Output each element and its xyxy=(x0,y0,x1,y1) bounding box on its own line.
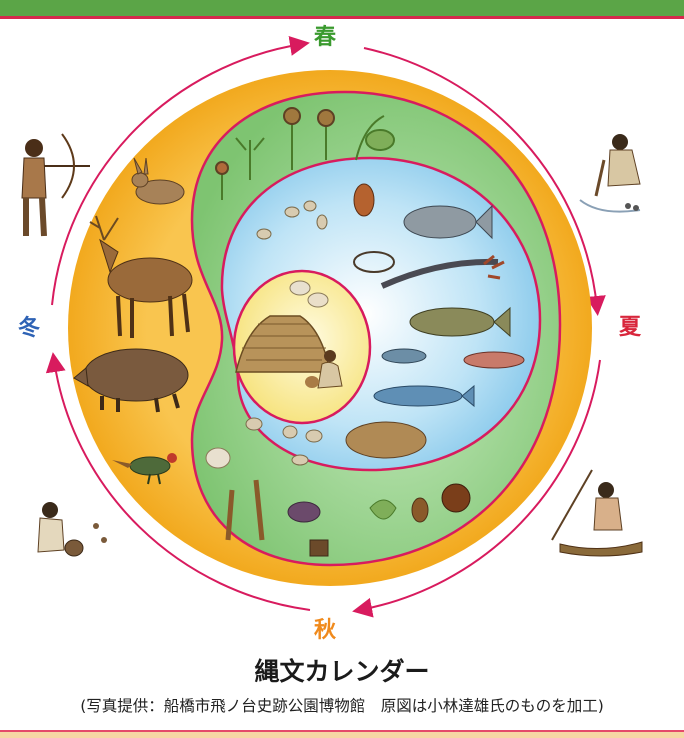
rabbit-icon xyxy=(131,157,185,205)
season-label-autumn: 秋 xyxy=(314,618,337,643)
person-making-pottery xyxy=(305,350,343,389)
clam-shells-icon xyxy=(289,280,329,308)
summer-sea-life-icon xyxy=(345,183,525,459)
bottom-frame-band xyxy=(0,732,684,738)
gathering-person-icon xyxy=(37,502,107,557)
top-frame-band xyxy=(0,0,684,16)
arrow-autumn-to-winter xyxy=(45,352,311,611)
autumn-foods-icon xyxy=(205,447,471,557)
pit-dwelling-hut xyxy=(235,315,331,373)
digging-person-icon xyxy=(579,134,641,213)
arrow-winter-to-spring xyxy=(51,36,310,306)
archer-hunter-icon xyxy=(21,133,90,237)
season-label-summer: 夏 xyxy=(619,315,642,340)
pheasant-icon xyxy=(112,453,177,485)
arrow-summer-to-autumn xyxy=(352,359,601,618)
spring-plants-icon xyxy=(215,107,395,200)
bottom-frame-line xyxy=(0,730,684,732)
shellfish-icon xyxy=(245,200,328,466)
wild-boar-icon xyxy=(73,348,189,413)
season-label-spring: 春 xyxy=(314,25,337,50)
diagram-title: 縄文カレンダー xyxy=(254,657,430,686)
arrow-spring-to-summer xyxy=(363,47,606,316)
season-cycle-arrows xyxy=(45,36,606,618)
deer-icon xyxy=(89,215,193,338)
season-label-winter: 冬 xyxy=(18,316,41,341)
photo-credit: (写真提供：船橋市飛ノ台史跡公園博物館 原図は小林達雄氏のものを加工) xyxy=(80,697,604,715)
top-frame-line xyxy=(0,16,684,19)
spear-fisherman-icon xyxy=(551,469,643,557)
